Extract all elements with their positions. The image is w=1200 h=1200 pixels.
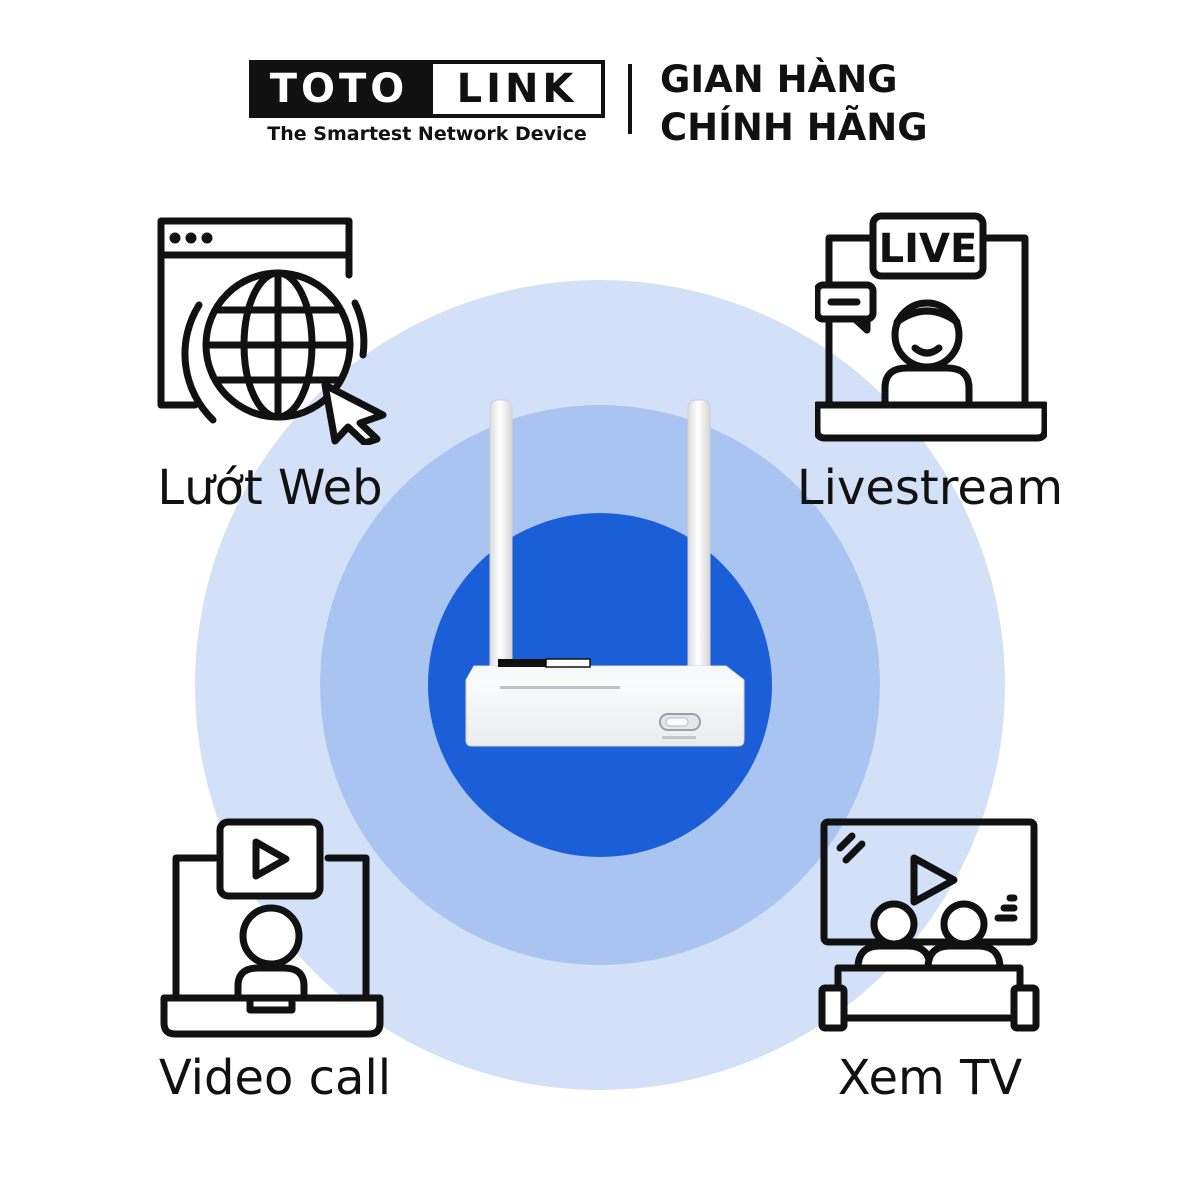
live-badge-text: LIVE <box>879 226 978 272</box>
logo-link-block: LINK <box>429 60 605 118</box>
caption-watch-tv: Xem TV <box>837 1050 1023 1106</box>
video-call-laptop-icon <box>160 818 384 1038</box>
caption-livestream: Livestream <box>796 460 1064 516</box>
store-line-1: GIAN HÀNG <box>660 58 898 101</box>
live-stream-laptop-icon: LIVE <box>815 212 1047 442</box>
watch-tv-icon <box>818 818 1040 1032</box>
logo-toto-block: TOTO <box>249 60 429 118</box>
caption-video-call: Video call <box>158 1050 392 1106</box>
router-antenna-left <box>489 399 513 691</box>
router-image <box>465 399 745 747</box>
caption-browse-web: Lướt Web <box>157 460 383 516</box>
router-antenna-right <box>687 399 711 691</box>
official-store-label: GIAN HÀNG CHÍNH HÃNG <box>660 56 928 152</box>
store-line-2: CHÍNH HÃNG <box>660 106 928 149</box>
header-divider <box>628 64 632 134</box>
globe-browser-cursor-icon <box>157 217 387 445</box>
router-body <box>465 658 745 747</box>
totolink-logo: TOTO LINK <box>249 60 605 118</box>
brand-tagline: The Smartest Network Device <box>267 123 587 145</box>
